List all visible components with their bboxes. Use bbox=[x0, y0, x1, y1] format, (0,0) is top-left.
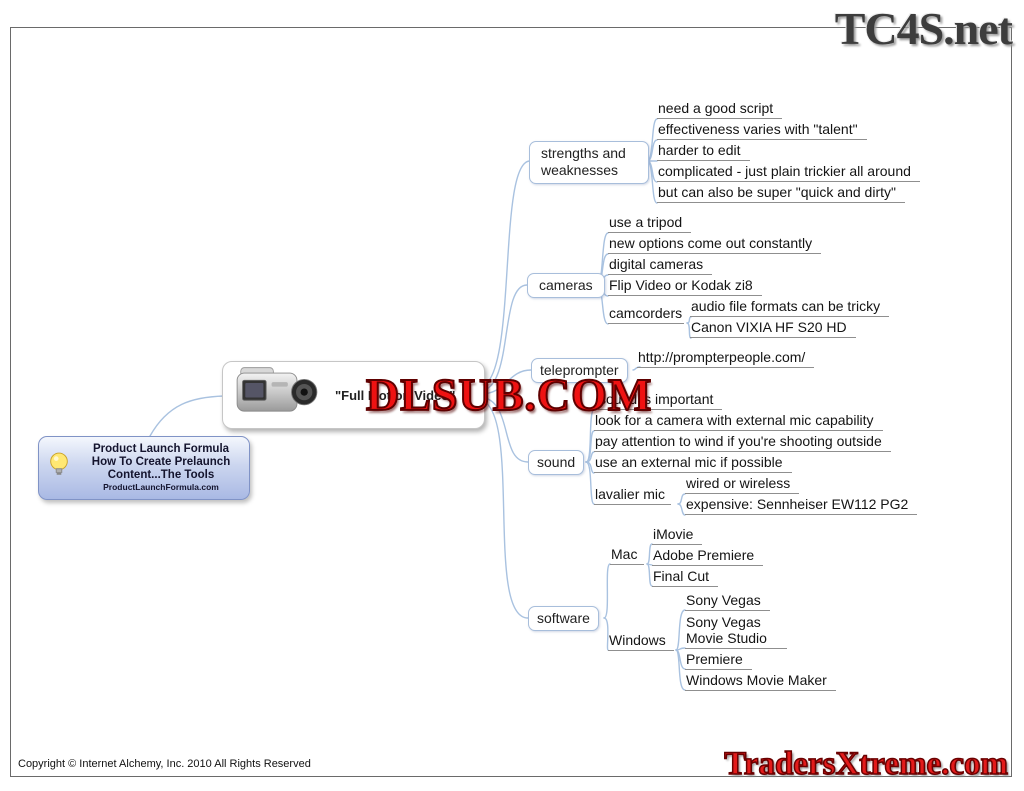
topic-strengths-weaknesses[interactable]: strengths and weaknesses bbox=[529, 141, 649, 184]
central-topic[interactable]: "Full Motion Video" bbox=[222, 361, 485, 429]
topic-sound[interactable]: sound bbox=[528, 450, 585, 475]
root-url: ProductLaunchFormula.com bbox=[103, 482, 219, 492]
copyright-text: Copyright © Internet Alchemy, Inc. 2010 … bbox=[18, 758, 311, 770]
subtopic-lavalier-mic[interactable]: lavalier mic bbox=[594, 487, 672, 505]
leaf-topic[interactable]: Adobe Premiere bbox=[652, 548, 764, 566]
leaf-topic[interactable]: Final Cut bbox=[652, 569, 719, 587]
subtopic-windows[interactable]: Windows bbox=[608, 633, 674, 651]
leaf-topic[interactable]: Flip Video or Kodak zi8 bbox=[608, 278, 762, 296]
tradersxtreme-watermark: TradersXtreme.com bbox=[724, 745, 1009, 783]
leaf-topic[interactable]: Windows Movie Maker bbox=[685, 673, 836, 691]
leaf-topic[interactable]: audio file formats can be tricky bbox=[690, 299, 890, 317]
leaf-topic[interactable]: wired or wireless bbox=[685, 476, 800, 494]
leaf-topic[interactable]: new options come out constantly bbox=[608, 236, 822, 254]
root-topic-text: Product Launch Formula How To Create Pre… bbox=[73, 443, 249, 493]
leaf-topic[interactable]: use an external mic if possible bbox=[594, 455, 792, 473]
leaf-topic[interactable]: but can also be super "quick and dirty" bbox=[657, 185, 905, 203]
leaf-topic[interactable]: pay attention to wind if you're shooting… bbox=[594, 434, 891, 452]
leaf-topic[interactable]: iMovie bbox=[652, 527, 703, 545]
leaf-topic[interactable]: look for a camera with external mic capa… bbox=[594, 413, 883, 431]
topic-cameras[interactable]: cameras bbox=[527, 273, 605, 298]
root-topic[interactable]: Product Launch Formula How To Create Pre… bbox=[38, 436, 250, 500]
page-border bbox=[10, 27, 1012, 777]
leaf-topic[interactable]: harder to edit bbox=[657, 143, 750, 161]
leaf-topic[interactable]: expensive: Sennheiser EW112 PG2 bbox=[685, 497, 918, 515]
subtopic-camcorders[interactable]: camcorders bbox=[608, 306, 685, 324]
leaf-topic[interactable]: digital cameras bbox=[608, 257, 713, 275]
central-topic-label: "Full Motion Video" bbox=[335, 387, 456, 403]
lightbulb-icon bbox=[47, 451, 71, 486]
root-line2: How To Create Prelaunch bbox=[91, 456, 231, 468]
topic-software[interactable]: software bbox=[528, 606, 599, 631]
leaf-topic[interactable]: use a tripod bbox=[608, 215, 692, 233]
root-line1: Product Launch Formula bbox=[92, 443, 230, 455]
leaf-topic[interactable]: complicated - just plain trickier all ar… bbox=[657, 164, 920, 182]
root-line3: Content...The Tools bbox=[107, 469, 215, 481]
leaf-topic[interactable]: Sony Vegas bbox=[685, 593, 770, 611]
link-topic[interactable]: http://prompterpeople.com/ bbox=[637, 350, 815, 368]
subtopic-mac[interactable]: Mac bbox=[610, 547, 645, 565]
leaf-topic[interactable]: effectiveness varies with "talent" bbox=[657, 122, 867, 140]
topic-teleprompter[interactable]: teleprompter bbox=[531, 358, 628, 383]
camcorder-image bbox=[231, 364, 323, 427]
leaf-topic[interactable]: need a good script bbox=[657, 101, 783, 119]
leaf-topic[interactable]: sound is important bbox=[598, 392, 723, 410]
leaf-topic[interactable]: Premiere bbox=[685, 652, 752, 670]
leaf-topic[interactable]: Canon VIXIA HF S20 HD bbox=[690, 320, 856, 338]
tc4s-watermark: TC4S.net bbox=[834, 3, 1013, 54]
leaf-topic[interactable]: Sony Vegas Movie Studio bbox=[685, 614, 787, 649]
dlsub-watermark: DLSUB.COM bbox=[365, 368, 653, 421]
